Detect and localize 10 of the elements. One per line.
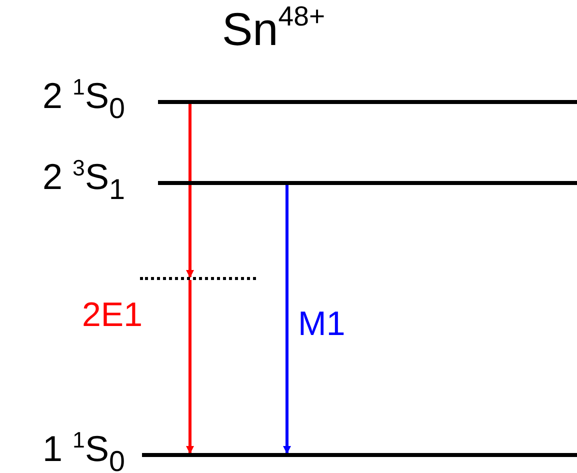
level-label: 2 $^{3}$S$_{1}$ [42, 157, 125, 197]
level-label: 1 $^{1}$S$_{0}$ [42, 429, 125, 469]
virtual-level-line [140, 277, 256, 280]
transition-arrow [186, 280, 194, 454]
diagram-title: Sn$^{48+}$ [222, 2, 326, 56]
transition-arrow [186, 104, 194, 278]
transition-arrow [283, 185, 291, 454]
transition-label: 2E1 [82, 296, 142, 334]
transition-label: M1 [298, 305, 346, 343]
level-label: 2 $^{1}$S$_{0}$ [42, 76, 125, 116]
